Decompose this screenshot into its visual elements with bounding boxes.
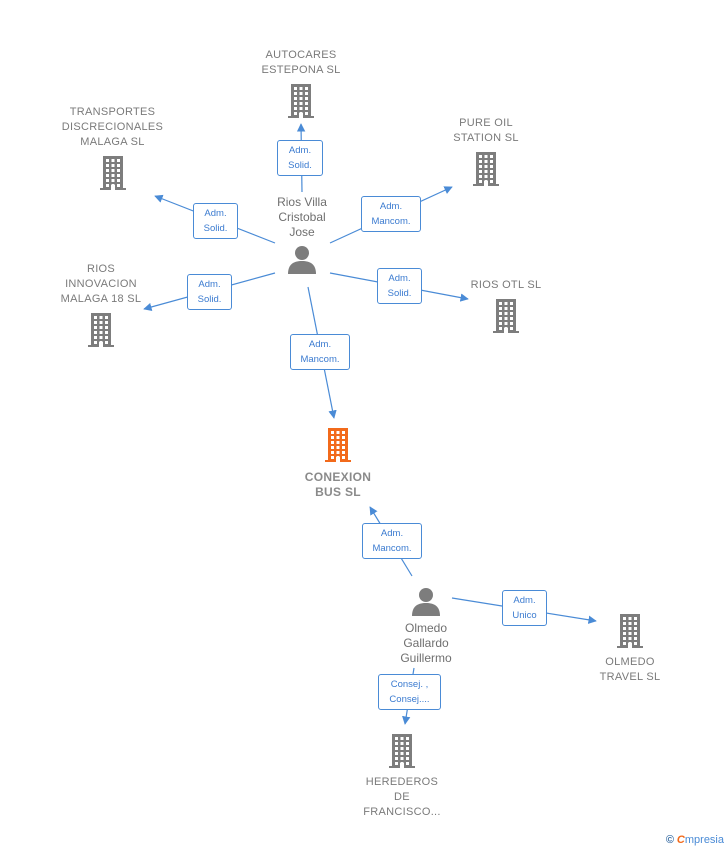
building-icon bbox=[88, 313, 114, 347]
relation-role-conexion[interactable]: Adm. Mancom. bbox=[290, 334, 350, 370]
company-name: CONEXION BUS SL bbox=[304, 470, 372, 499]
company-conexion-focus[interactable]: CONEXION BUS SL bbox=[282, 426, 394, 500]
company-name: PURE OIL STATION SL bbox=[453, 117, 519, 144]
building-icon bbox=[473, 152, 499, 186]
relation-role-riosinnovacion[interactable]: Adm. Solid. bbox=[187, 274, 232, 310]
company-olmedotravel[interactable]: OLMEDO TRAVEL SL bbox=[574, 612, 686, 685]
company-name: HEREDEROS DE FRANCISCO... bbox=[363, 776, 441, 818]
company-name: RIOS OTL SL bbox=[470, 279, 542, 291]
copyright-icon: © bbox=[665, 834, 674, 846]
company-herederos[interactable]: HEREDEROS DE FRANCISCO... bbox=[346, 732, 458, 820]
building-icon bbox=[493, 299, 519, 333]
brand-initial: C bbox=[676, 834, 685, 846]
relation-role-olmedotravel[interactable]: Adm. Unico bbox=[502, 590, 547, 626]
relation-role-herederos[interactable]: Consej. , Consej.... bbox=[378, 674, 441, 710]
building-icon bbox=[325, 428, 351, 462]
company-pureoil[interactable]: PURE OIL STATION SL bbox=[430, 116, 542, 193]
person-icon bbox=[412, 588, 440, 616]
building-icon bbox=[389, 734, 415, 768]
company-riosinnovacion[interactable]: RIOS INNOVACION MALAGA 18 SL bbox=[45, 262, 157, 354]
company-transportes[interactable]: TRANSPORTES DISCRECIONALES MALAGA SL bbox=[45, 105, 180, 197]
person-icon bbox=[288, 246, 316, 274]
person-name: Olmedo Gallardo Guillermo bbox=[400, 621, 452, 665]
relation-role-pureoil[interactable]: Adm. Mancom. bbox=[361, 196, 421, 232]
person-name: Rios Villa Cristobal Jose bbox=[277, 195, 327, 239]
person-olmedo[interactable]: Olmedo Gallardo Guillermo bbox=[376, 586, 476, 666]
brand-name: mpresia bbox=[684, 834, 724, 846]
brand-logo: ©Cmpresia bbox=[666, 834, 724, 846]
company-autocares[interactable]: AUTOCARES ESTEPONA SL bbox=[238, 48, 364, 125]
company-riosotl[interactable]: RIOS OTL SL bbox=[450, 278, 562, 340]
building-icon bbox=[617, 614, 643, 648]
relation-role-autocares[interactable]: Adm. Solid. bbox=[277, 140, 323, 176]
building-icon bbox=[288, 84, 314, 118]
company-name: TRANSPORTES DISCRECIONALES MALAGA SL bbox=[61, 106, 164, 148]
person-rios[interactable]: Rios Villa Cristobal Jose bbox=[254, 195, 350, 279]
relation-role-riosotl[interactable]: Adm. Solid. bbox=[377, 268, 422, 304]
relation-role-olmedo-conexion[interactable]: Adm. Mancom. bbox=[362, 523, 422, 559]
company-name: AUTOCARES ESTEPONA SL bbox=[261, 49, 341, 76]
company-name: OLMEDO TRAVEL SL bbox=[599, 656, 661, 683]
building-icon bbox=[99, 156, 126, 190]
company-name: RIOS INNOVACION MALAGA 18 SL bbox=[60, 263, 142, 305]
relation-role-transportes[interactable]: Adm. Solid. bbox=[193, 203, 238, 239]
